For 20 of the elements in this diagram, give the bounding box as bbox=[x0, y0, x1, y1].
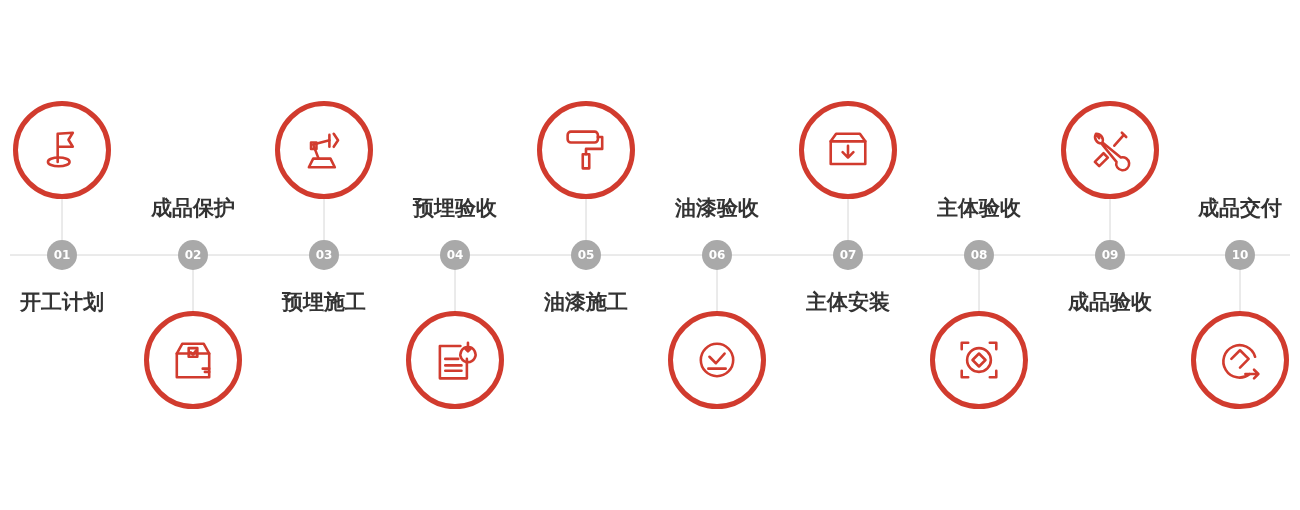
step-label: 油漆验收 bbox=[674, 195, 760, 222]
step-number-badge: 07 bbox=[833, 240, 863, 270]
step-number-badge: 08 bbox=[964, 240, 994, 270]
step-label: 预埋施工 bbox=[280, 289, 367, 316]
step-number-badge: 06 bbox=[702, 240, 732, 270]
step-number-badge: 09 bbox=[1095, 240, 1125, 270]
step-label: 主体验收 bbox=[936, 195, 1022, 222]
step-label: 主体安装 bbox=[805, 289, 891, 316]
step-label: 油漆施工 bbox=[543, 289, 629, 316]
step-number-badge: 04 bbox=[440, 240, 470, 270]
step-label: 成品验收 bbox=[1067, 289, 1153, 316]
step-number-badge: 01 bbox=[47, 240, 77, 270]
step-number-badge: 05 bbox=[571, 240, 601, 270]
step-label: 开工计划 bbox=[19, 289, 105, 316]
step-label: 预埋验收 bbox=[411, 195, 498, 222]
step-number-badge: 03 bbox=[309, 240, 339, 270]
step-number-badge: 02 bbox=[178, 240, 208, 270]
step-number-badge: 10 bbox=[1225, 240, 1255, 270]
step-label: 成品保护 bbox=[150, 195, 236, 222]
step-label: 成品交付 bbox=[1197, 195, 1283, 222]
